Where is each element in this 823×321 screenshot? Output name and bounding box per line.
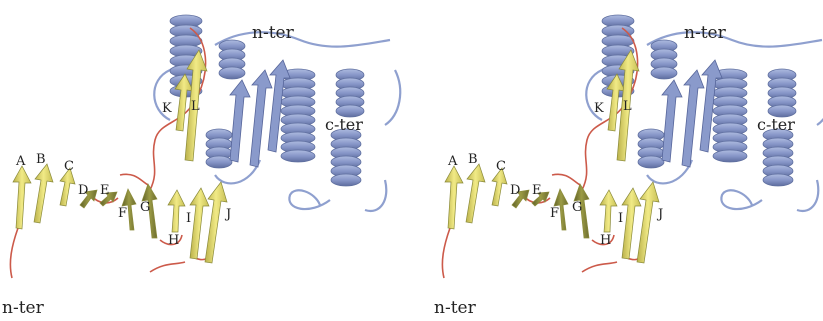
- protein-ribbon-left: [10, 15, 400, 278]
- label-nter-top: n-ter: [252, 23, 295, 43]
- label-strand-b: B: [468, 152, 478, 167]
- label-strand-i: I: [618, 211, 623, 226]
- label-nter-bottom: n-ter: [434, 298, 477, 318]
- stereo-panel-left: n-ter n-ter c-ter A B C D E F G H I J K …: [2, 15, 400, 318]
- label-strand-c: C: [496, 159, 506, 174]
- label-strand-d: D: [78, 183, 88, 198]
- label-strand-h: H: [600, 233, 611, 248]
- label-strand-h: H: [168, 233, 179, 248]
- label-strand-i: I: [186, 211, 191, 226]
- label-strand-g: G: [140, 200, 150, 215]
- label-nter-bottom: n-ter: [2, 298, 45, 318]
- label-strand-c: C: [64, 159, 74, 174]
- label-strand-j: J: [656, 207, 663, 222]
- label-strand-k: K: [594, 101, 604, 116]
- label-strand-b: B: [36, 152, 46, 167]
- label-strand-f: F: [118, 206, 127, 221]
- label-nter-top: n-ter: [684, 23, 727, 43]
- label-strand-l: L: [191, 99, 200, 114]
- label-strand-k: K: [162, 101, 172, 116]
- label-strand-e: E: [532, 183, 542, 198]
- label-strand-g: G: [572, 200, 582, 215]
- label-cter: c-ter: [325, 115, 363, 134]
- label-strand-a: A: [447, 154, 458, 169]
- protein-ribbon-right: [442, 15, 823, 278]
- label-cter: c-ter: [757, 115, 795, 134]
- label-strand-a: A: [15, 154, 26, 169]
- stereo-panel-right: n-ter n-ter c-ter A B C D E F G H I J K …: [434, 15, 823, 318]
- label-strand-d: D: [510, 183, 520, 198]
- label-strand-j: J: [224, 207, 231, 222]
- label-strand-e: E: [100, 183, 110, 198]
- label-strand-l: L: [623, 99, 632, 114]
- label-strand-f: F: [550, 206, 559, 221]
